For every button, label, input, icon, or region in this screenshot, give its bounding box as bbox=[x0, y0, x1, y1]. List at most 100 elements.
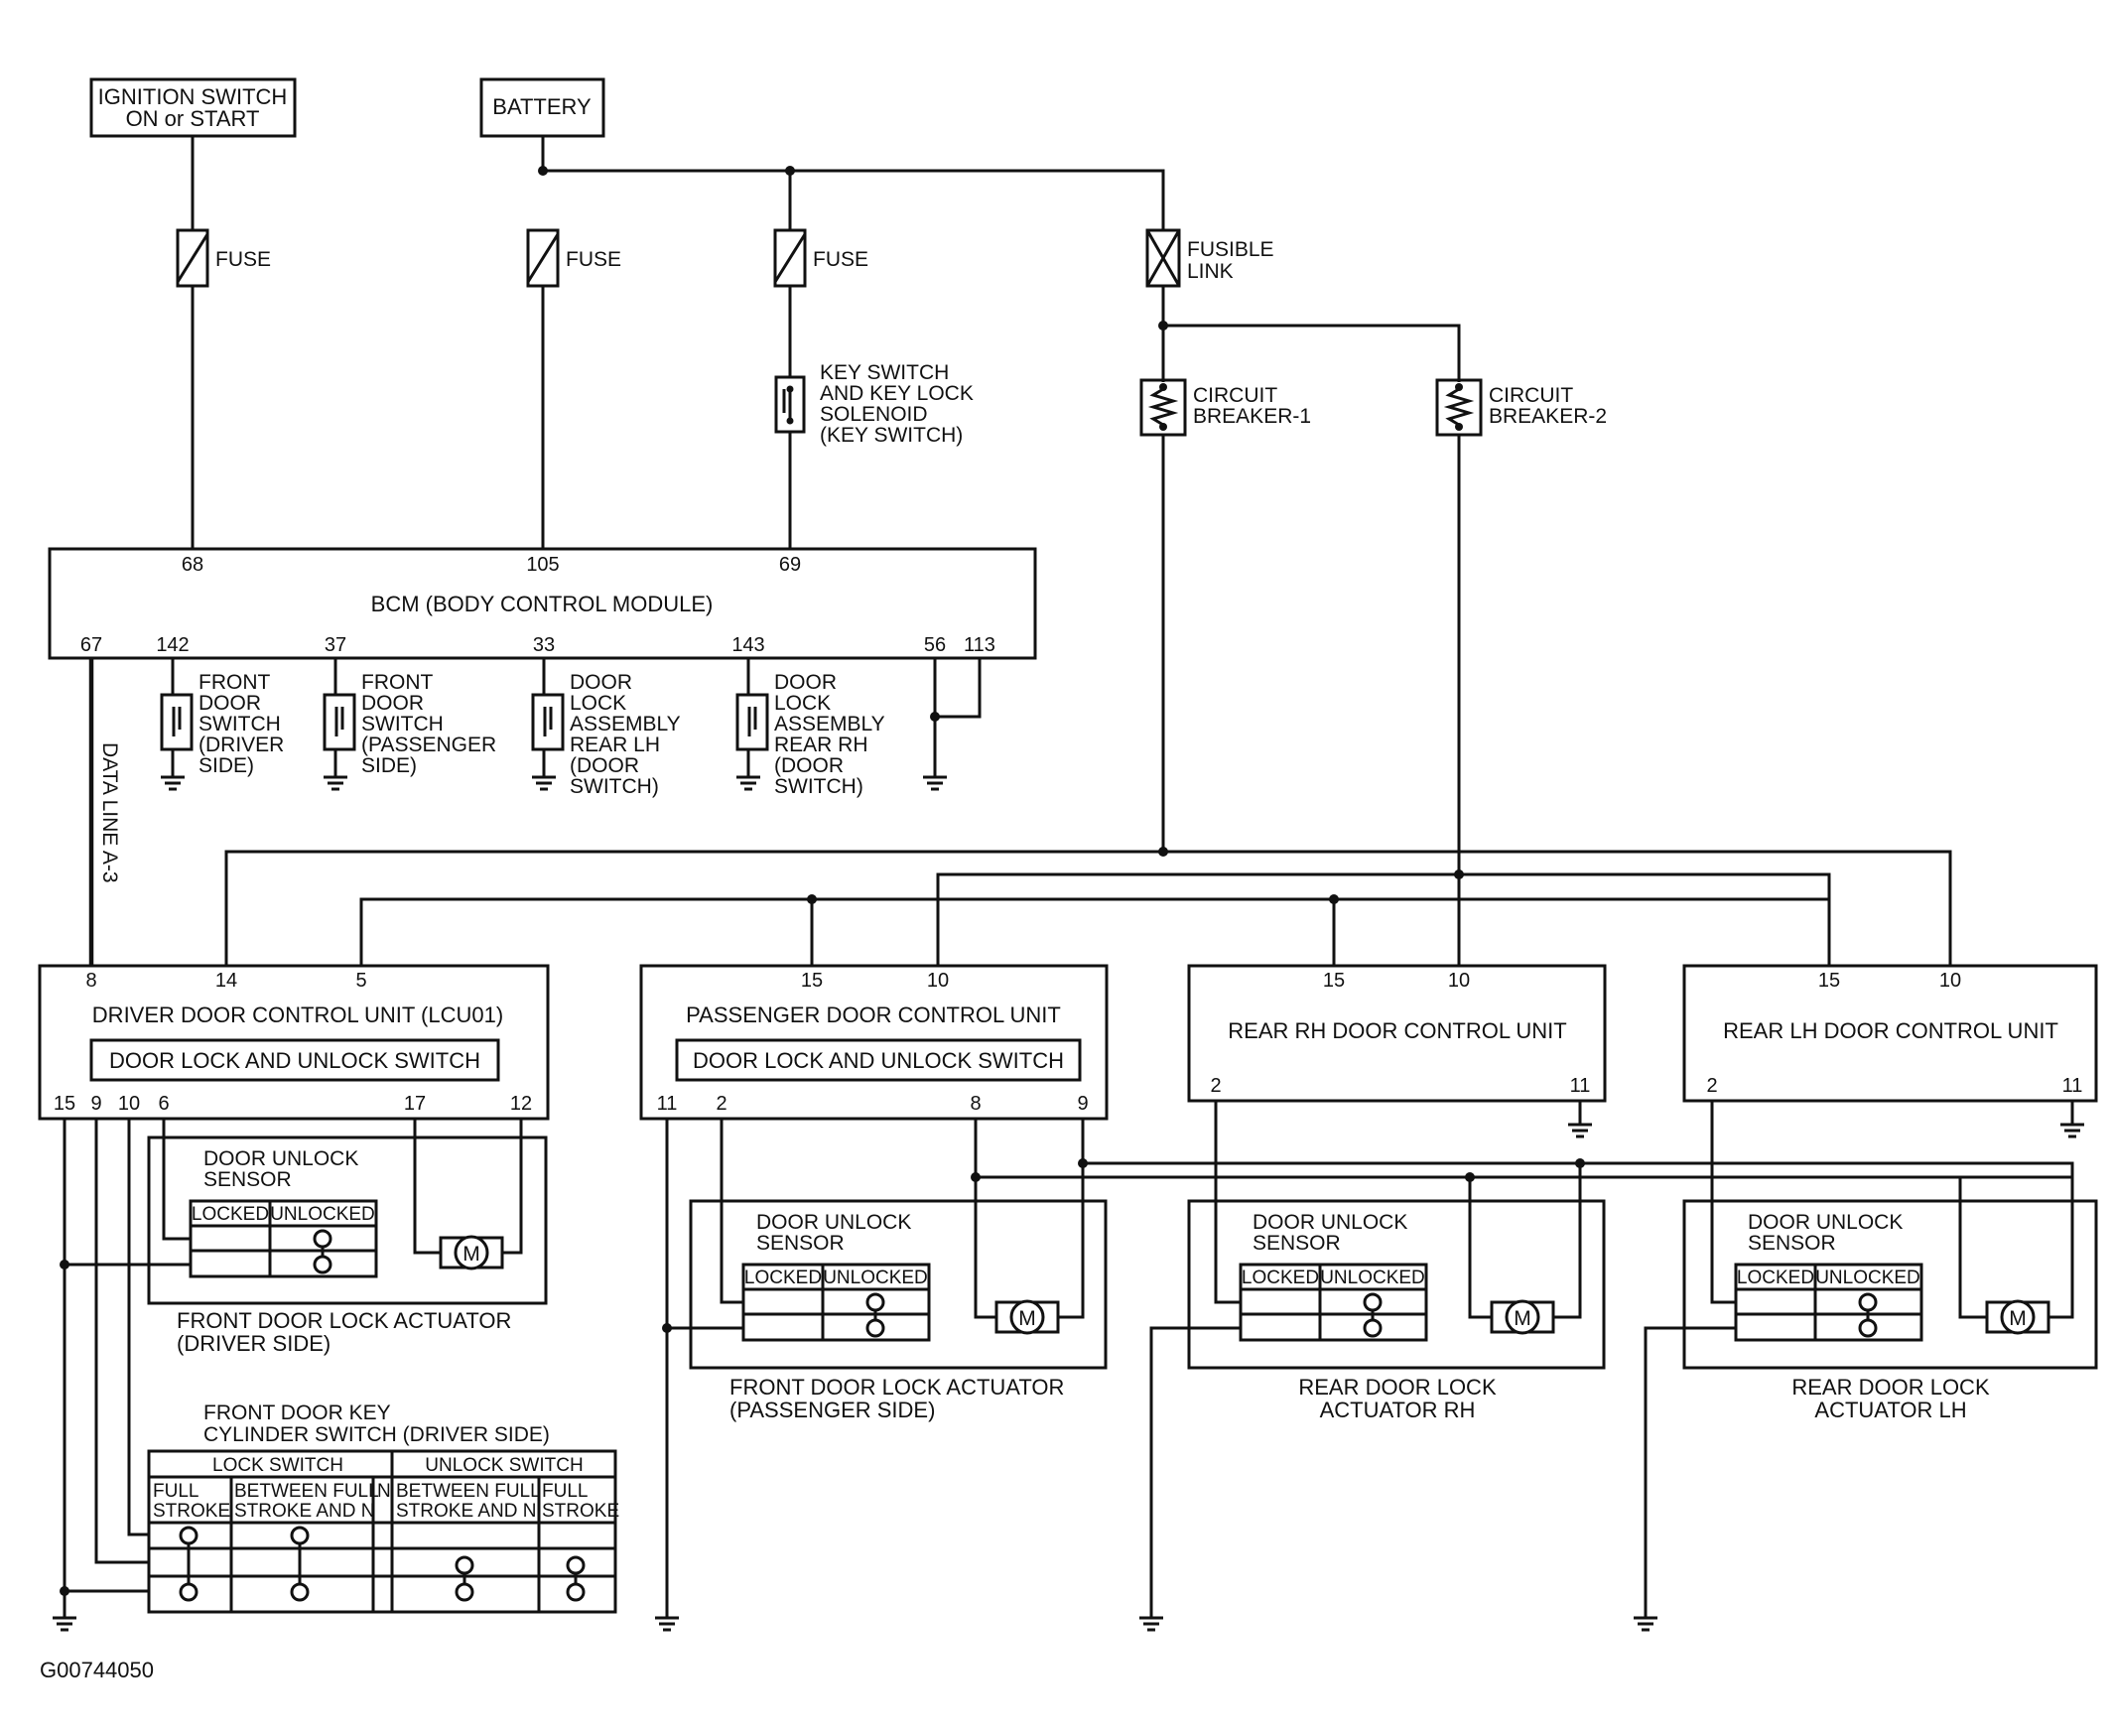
svg-text:UNLOCK SWITCH: UNLOCK SWITCH bbox=[425, 1455, 583, 1476]
svg-text:SWITCH): SWITCH) bbox=[774, 775, 863, 798]
svg-text:FUSE: FUSE bbox=[566, 248, 621, 271]
front-door-lock-actuator-passenger: DOOR UNLOCK SENSOR LOCKED UNLOCKED M FRO… bbox=[689, 1199, 1108, 1422]
battery: BATTERY bbox=[479, 77, 605, 138]
svg-text:FUSE: FUSE bbox=[215, 248, 271, 271]
svg-text:CYLINDER SWITCH (DRIVER SIDE): CYLINDER SWITCH (DRIVER SIDE) bbox=[203, 1423, 550, 1446]
svg-text:LOCK: LOCK bbox=[774, 692, 831, 715]
svg-text:10: 10 bbox=[1939, 970, 1961, 992]
svg-text:LINK: LINK bbox=[1187, 260, 1234, 283]
svg-text:2: 2 bbox=[1706, 1075, 1717, 1097]
svg-text:REAR DOOR LOCK: REAR DOOR LOCK bbox=[1791, 1375, 1990, 1400]
ignition-switch: IGNITION SWITCH ON or START bbox=[89, 77, 297, 138]
key-switch-solenoid: KEY SWITCH AND KEY LOCK SOLENOID (KEY SW… bbox=[774, 361, 974, 447]
motor-icon: M bbox=[1018, 1307, 1036, 1330]
svg-text:SIDE): SIDE) bbox=[198, 754, 254, 777]
svg-text:LOCKED: LOCKED bbox=[1242, 1268, 1319, 1288]
svg-text:FRONT: FRONT bbox=[361, 671, 433, 694]
svg-text:2: 2 bbox=[1210, 1075, 1221, 1097]
svg-text:142: 142 bbox=[156, 634, 189, 656]
bcm-module: 68 105 69 BCM (BODY CONTROL MODULE) 67 1… bbox=[48, 547, 1037, 660]
svg-text:STROKE: STROKE bbox=[153, 1501, 230, 1522]
svg-text:LOCKED: LOCKED bbox=[1737, 1268, 1814, 1288]
svg-text:9: 9 bbox=[1077, 1093, 1088, 1115]
svg-text:REAR LH DOOR CONTROL UNIT: REAR LH DOOR CONTROL UNIT bbox=[1723, 1018, 2058, 1043]
rear-rh-door-control-unit: 15 10 REAR RH DOOR CONTROL UNIT 2 11 bbox=[1187, 964, 1607, 1103]
svg-text:CIRCUIT: CIRCUIT bbox=[1489, 384, 1573, 407]
svg-text:REAR LH: REAR LH bbox=[570, 734, 660, 756]
door-lock-assembly-rear-lh-switch: DOOR LOCK ASSEMBLY REAR LH (DOOR SWITCH) bbox=[531, 658, 681, 798]
svg-text:AND KEY LOCK: AND KEY LOCK bbox=[820, 382, 974, 405]
svg-text:FUSIBLE: FUSIBLE bbox=[1187, 238, 1274, 261]
svg-text:DOOR UNLOCK: DOOR UNLOCK bbox=[203, 1147, 358, 1170]
svg-text:15: 15 bbox=[801, 970, 823, 992]
svg-text:SWITCH: SWITCH bbox=[198, 713, 281, 735]
svg-text:ACTUATOR RH: ACTUATOR RH bbox=[1320, 1398, 1476, 1422]
door-lock-assembly-rear-rh-switch: DOOR LOCK ASSEMBLY REAR RH (DOOR SWITCH) bbox=[735, 658, 885, 798]
svg-text:113: 113 bbox=[964, 634, 995, 656]
bcm-ground-56-113 bbox=[923, 658, 982, 791]
motor-icon: M bbox=[1514, 1307, 1531, 1330]
svg-text:ASSEMBLY: ASSEMBLY bbox=[774, 713, 885, 735]
svg-text:LOCK: LOCK bbox=[570, 692, 626, 715]
front-door-lock-actuator-driver: DOOR UNLOCK SENSOR LOCKED UNLOCKED M FRO… bbox=[147, 1135, 548, 1356]
svg-text:UNLOCKED: UNLOCKED bbox=[823, 1268, 928, 1288]
svg-text:BETWEEN FULL: BETWEEN FULL bbox=[396, 1481, 541, 1502]
svg-text:69: 69 bbox=[779, 554, 801, 576]
svg-text:CIRCUIT: CIRCUIT bbox=[1193, 384, 1277, 407]
svg-text:(DRIVER SIDE): (DRIVER SIDE) bbox=[177, 1331, 330, 1356]
motor-icon: M bbox=[2009, 1307, 2027, 1330]
svg-text:FRONT DOOR KEY: FRONT DOOR KEY bbox=[203, 1402, 391, 1424]
svg-text:12: 12 bbox=[510, 1093, 532, 1115]
svg-text:68: 68 bbox=[182, 554, 203, 576]
svg-text:(PASSENGER: (PASSENGER bbox=[361, 734, 496, 756]
rear-door-lock-actuator-rh: DOOR UNLOCK SENSOR LOCKED UNLOCKED M REA… bbox=[1187, 1199, 1606, 1422]
svg-text:10: 10 bbox=[927, 970, 949, 992]
svg-text:LOCKED: LOCKED bbox=[192, 1204, 269, 1225]
svg-text:33: 33 bbox=[533, 634, 555, 656]
svg-text:REAR RH: REAR RH bbox=[774, 734, 868, 756]
svg-text:(KEY SWITCH): (KEY SWITCH) bbox=[820, 424, 963, 447]
driver-lock-unlock-switch[interactable]: DOOR LOCK AND UNLOCK SWITCH bbox=[109, 1048, 480, 1073]
svg-text:DOOR: DOOR bbox=[198, 692, 261, 715]
svg-text:(DOOR: (DOOR bbox=[570, 754, 639, 777]
figure-id: G00744050 bbox=[40, 1658, 154, 1682]
svg-text:14: 14 bbox=[215, 970, 237, 992]
svg-text:8: 8 bbox=[970, 1093, 981, 1115]
svg-text:37: 37 bbox=[325, 634, 346, 656]
rear-lh-door-control-unit: 15 10 REAR LH DOOR CONTROL UNIT 2 11 bbox=[1682, 964, 2098, 1103]
front-door-switch-driver: FRONT DOOR SWITCH (DRIVER SIDE) bbox=[160, 658, 284, 791]
svg-text:DOOR UNLOCK: DOOR UNLOCK bbox=[756, 1211, 911, 1234]
svg-text:5: 5 bbox=[355, 970, 366, 992]
passenger-lock-unlock-switch[interactable]: DOOR LOCK AND UNLOCK SWITCH bbox=[693, 1048, 1064, 1073]
circuit-breaker-1: CIRCUIT BREAKER-1 bbox=[1139, 378, 1311, 437]
svg-text:(DOOR: (DOOR bbox=[774, 754, 844, 777]
fuse-battery-69: FUSE bbox=[773, 228, 868, 288]
svg-text:FULL: FULL bbox=[153, 1481, 198, 1502]
driver-door-control-unit: 8 14 5 DRIVER DOOR CONTROL UNIT (LCU01) … bbox=[38, 964, 550, 1121]
svg-text:(DRIVER: (DRIVER bbox=[198, 734, 284, 756]
svg-text:LOCK SWITCH: LOCK SWITCH bbox=[212, 1455, 343, 1476]
svg-text:(PASSENGER SIDE): (PASSENGER SIDE) bbox=[729, 1398, 935, 1422]
svg-text:143: 143 bbox=[731, 634, 764, 656]
svg-text:10: 10 bbox=[1448, 970, 1470, 992]
svg-text:KEY SWITCH: KEY SWITCH bbox=[820, 361, 949, 384]
svg-text:DRIVER DOOR CONTROL UNIT (LCU0: DRIVER DOOR CONTROL UNIT (LCU01) bbox=[92, 1002, 503, 1027]
svg-text:56: 56 bbox=[924, 634, 946, 656]
svg-text:17: 17 bbox=[404, 1093, 426, 1115]
svg-text:STROKE AND N: STROKE AND N bbox=[396, 1501, 536, 1522]
svg-text:15: 15 bbox=[1818, 970, 1840, 992]
svg-text:STROKE AND N: STROKE AND N bbox=[234, 1501, 374, 1522]
svg-text:15: 15 bbox=[54, 1093, 75, 1115]
svg-text:8: 8 bbox=[85, 970, 96, 992]
svg-text:FULL: FULL bbox=[542, 1481, 588, 1502]
svg-text:BETWEEN FULL: BETWEEN FULL bbox=[234, 1481, 379, 1502]
svg-text:FRONT DOOR LOCK ACTUATOR: FRONT DOOR LOCK ACTUATOR bbox=[177, 1308, 511, 1333]
svg-text:BCM (BODY CONTROL MODULE): BCM (BODY CONTROL MODULE) bbox=[371, 592, 714, 616]
svg-text:SIDE): SIDE) bbox=[361, 754, 417, 777]
passenger-door-control-unit: 15 10 PASSENGER DOOR CONTROL UNIT DOOR L… bbox=[639, 964, 1109, 1121]
rear-door-lock-actuator-lh: DOOR UNLOCK SENSOR LOCKED UNLOCKED M REA… bbox=[1682, 1199, 2098, 1422]
svg-text:SWITCH): SWITCH) bbox=[570, 775, 659, 798]
motor-icon: M bbox=[462, 1243, 480, 1266]
front-door-key-cylinder-switch: FRONT DOOR KEY CYLINDER SWITCH (DRIVER S… bbox=[147, 1402, 619, 1614]
svg-text:SENSOR: SENSOR bbox=[1748, 1232, 1836, 1255]
